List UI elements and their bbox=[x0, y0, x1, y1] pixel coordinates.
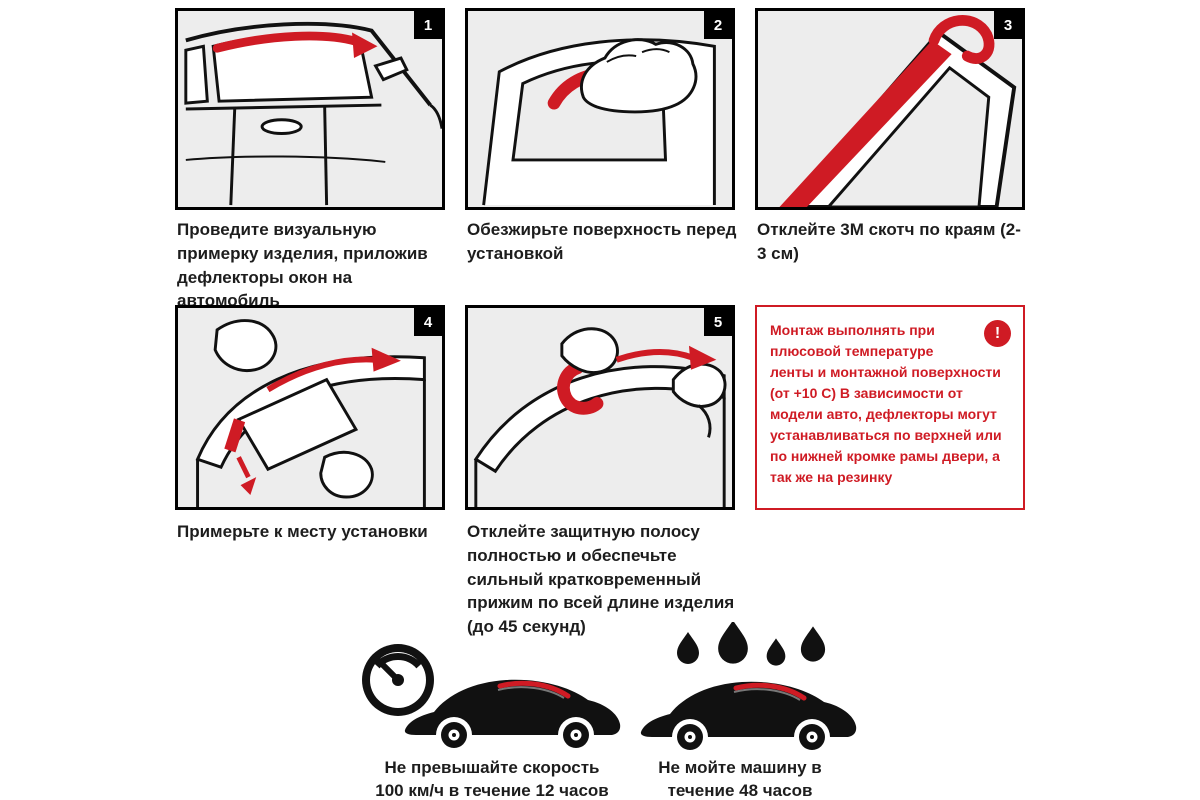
step-number-badge: 4 bbox=[414, 308, 442, 336]
speedometer-icon bbox=[362, 644, 434, 716]
step-caption-1: Проведите визуальную примерку изделия, п… bbox=[177, 220, 428, 311]
step-panel-4: 4 bbox=[175, 305, 445, 510]
speed-note-caption: Не превышайте скорость 100 км/ч в течени… bbox=[375, 758, 609, 800]
speed-note-figure bbox=[352, 634, 624, 756]
fitting-illustration bbox=[178, 308, 442, 507]
exclamation-icon: ! bbox=[984, 320, 1011, 347]
water-drops-icon bbox=[677, 622, 826, 666]
car-with-water-drops-illustration bbox=[640, 622, 857, 755]
car-with-speedometer-illustration bbox=[362, 644, 621, 753]
step-number-badge: 2 bbox=[704, 11, 732, 39]
car-silhouette bbox=[404, 679, 621, 753]
wash-note-figure bbox=[618, 622, 880, 758]
step-number-badge: 3 bbox=[994, 11, 1022, 39]
step-panel-1: 1 bbox=[175, 8, 445, 210]
step-panel-5: 5 bbox=[465, 305, 735, 510]
step-caption-3: Отклейте 3М скотч по краям (2-3 см) bbox=[757, 220, 1021, 263]
step-caption-2: Обезжирьте поверхность перед установкой bbox=[467, 220, 737, 263]
step-panel-2: 2 bbox=[465, 8, 735, 210]
hand-degreasing-illustration bbox=[468, 11, 732, 207]
pressing-illustration bbox=[468, 308, 732, 507]
car-silhouette bbox=[640, 681, 857, 755]
warning-text: Монтаж выполнять при плюсовой температур… bbox=[770, 322, 1002, 485]
step-caption-4: Примерьте к месту установки bbox=[177, 522, 428, 541]
car-deflector-tryon-illustration bbox=[178, 11, 442, 207]
temperature-warning-box: ! Монтаж выполнять при плюсовой температ… bbox=[755, 305, 1025, 510]
wash-note-caption: Не мойте машину в течение 48 часов bbox=[658, 758, 822, 800]
step-number-badge: 5 bbox=[704, 308, 732, 336]
step-panel-3: 3 bbox=[755, 8, 1025, 210]
tape-peel-illustration bbox=[758, 11, 1022, 207]
step-caption-5: Отклейте защитную полосу полностью и обе… bbox=[467, 522, 735, 637]
step-number-badge: 1 bbox=[414, 11, 442, 39]
